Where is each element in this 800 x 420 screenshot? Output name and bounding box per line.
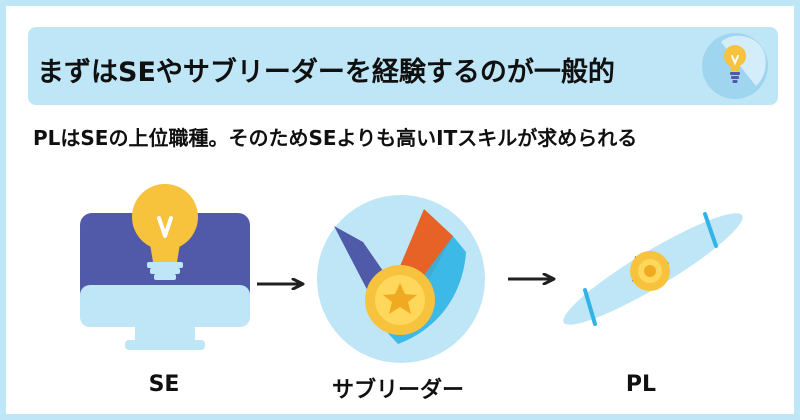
right-arrow-icon (257, 278, 305, 290)
right-arrow-icon (508, 273, 556, 285)
title-bar (28, 27, 778, 105)
lightbulb-monitor-icon (80, 184, 250, 350)
stage-label-sub-leader: サブリーダー (331, 378, 465, 403)
lightbulb-icon (702, 33, 768, 99)
stage-label-pl: PL (625, 372, 657, 397)
diploma-scroll-icon (563, 212, 743, 326)
stage-label-se: SE (148, 372, 180, 397)
medal-icon (317, 195, 485, 363)
page-title: まずはSEやサブリーダーを経験するのが一般的 (37, 57, 615, 88)
subtitle: PLはSEの上位職種。そのためSEよりも高いITスキルが求められる (33, 126, 638, 150)
